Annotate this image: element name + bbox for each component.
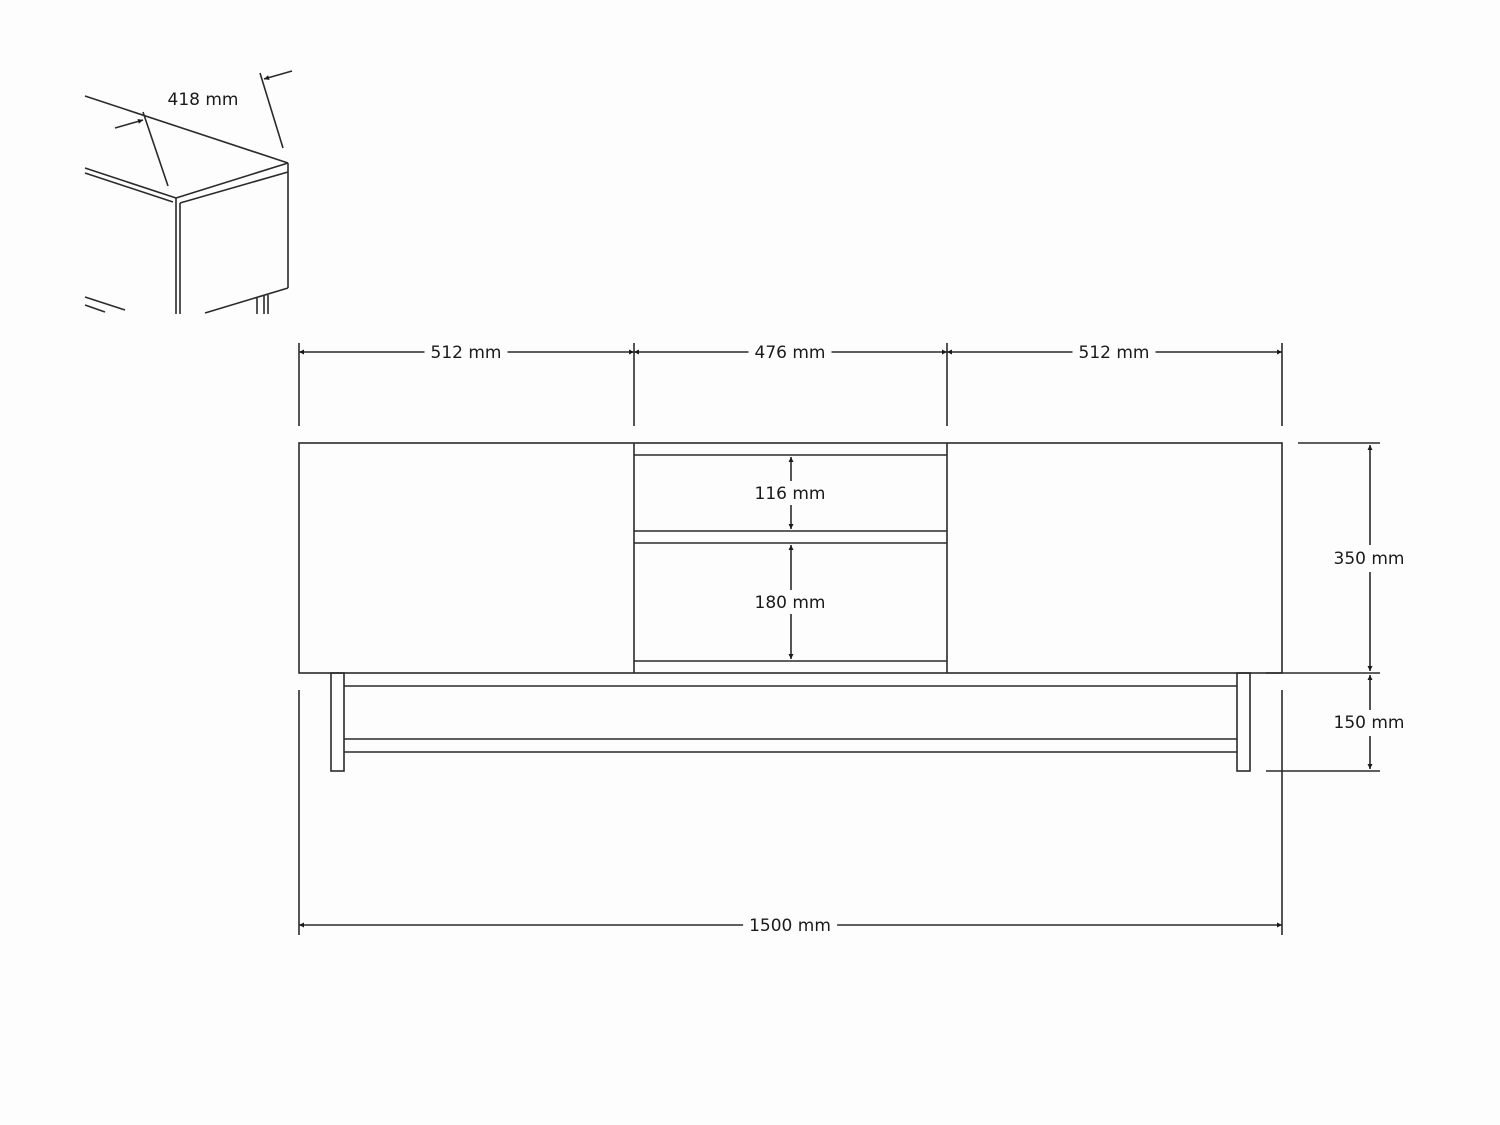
depth-label: 418 mm	[167, 90, 239, 110]
cabinet-front-view	[298, 442, 1283, 674]
height-dimensions	[1266, 442, 1380, 772]
leg-height-label: 150 mm	[1327, 713, 1411, 733]
lower-shelf-height-label: 180 mm	[748, 593, 832, 613]
upper-shelf-height-label: 116 mm	[748, 484, 832, 504]
total-width-dimension	[298, 690, 1283, 935]
isometric-corner-view	[84, 70, 293, 314]
right-width-label: 512 mm	[1072, 343, 1156, 363]
center-width-label: 476 mm	[748, 343, 832, 363]
left-width-label: 512 mm	[424, 343, 508, 363]
total-width-label: 1500 mm	[743, 916, 837, 936]
cabinet-height-label: 350 mm	[1327, 549, 1411, 569]
base-frame	[330, 672, 1251, 772]
